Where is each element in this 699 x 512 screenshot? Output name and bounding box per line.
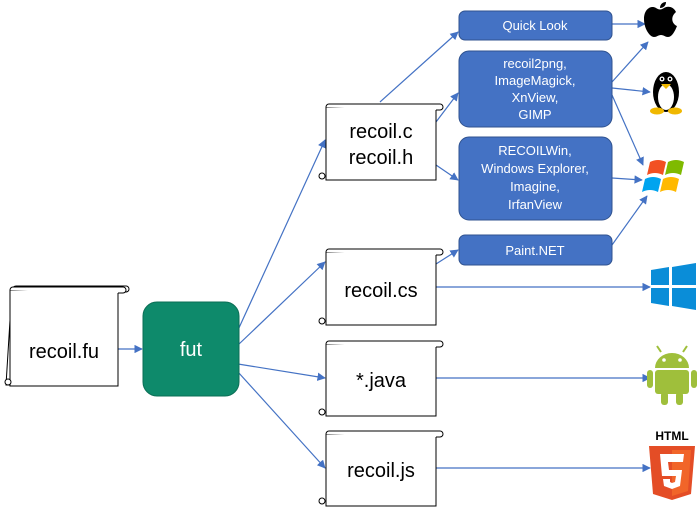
apple-icon [644, 2, 677, 37]
output-cs-label: recoil.cs [344, 280, 417, 302]
arrow-paintnet-to-winxp [611, 195, 648, 246]
app-windows-viewers: RECOILWin, Windows Explorer, Imagine, Ir… [458, 136, 613, 221]
arrow-c-to-windows-apps [435, 164, 459, 181]
app-win-line-2: Windows Explorer, [481, 161, 589, 176]
app-unix-line-4: GIMP [518, 107, 551, 122]
windows-xp-logo-icon [642, 160, 684, 192]
fut-transpiler-node: fut [142, 301, 240, 397]
app-unix-viewers: recoil2png, ImageMagick, XnView, GIMP [458, 50, 613, 128]
arrow-unix-to-linux [611, 87, 651, 96]
output-c-line-2: recoil.h [349, 147, 413, 169]
arrow-c-to-unix-apps [435, 92, 459, 123]
arrow-cs-to-paintnet [435, 249, 459, 265]
arrow-fut-to-js [237, 371, 326, 469]
android-icon [647, 345, 697, 405]
output-c-scroll: recoil.c recoil.h [318, 103, 444, 181]
app-paintnet: Paint.NET [458, 234, 613, 266]
output-c-line-1: recoil.c [349, 121, 412, 143]
app-quicklook-line-1: Quick Look [502, 18, 568, 33]
app-unix-line-3: XnView, [512, 90, 559, 105]
arrow-unix-to-apple [611, 41, 649, 83]
output-cs-scroll: recoil.cs [318, 248, 444, 326]
arrow-fut-to-cs [237, 261, 326, 346]
windows-logo-icon [651, 263, 696, 310]
app-quicklook: Quick Look [458, 10, 613, 41]
linux-tux-icon [650, 72, 682, 115]
app-paintnet-line-1: Paint.NET [505, 243, 564, 258]
fut-label: fut [180, 339, 203, 361]
source-file-label: recoil.fu [29, 341, 99, 363]
app-unix-line-1: recoil2png, [503, 56, 567, 71]
arrow-c-to-quicklook [379, 31, 459, 103]
arrow-fut-to-c [237, 139, 326, 331]
app-win-line-1: RECOILWin, [498, 143, 571, 158]
html5-icon: HTML [649, 429, 695, 500]
source-scroll: recoil.fu [4, 285, 130, 387]
connectors [118, 19, 651, 473]
app-win-line-4: IrfanView [508, 197, 563, 212]
output-js-label: recoil.js [347, 460, 415, 482]
arrow-unix-to-winxp [611, 94, 644, 166]
html5-label: HTML [655, 429, 688, 443]
app-win-line-3: Imagine, [510, 179, 560, 194]
arrow-winapps-to-winxp [611, 175, 643, 184]
output-java-scroll: *.java [318, 340, 444, 417]
output-java-label: *.java [356, 370, 407, 392]
arrow-fut-to-java [237, 363, 326, 381]
app-unix-line-2: ImageMagick, [495, 73, 576, 88]
output-js-scroll: recoil.js [318, 430, 444, 507]
